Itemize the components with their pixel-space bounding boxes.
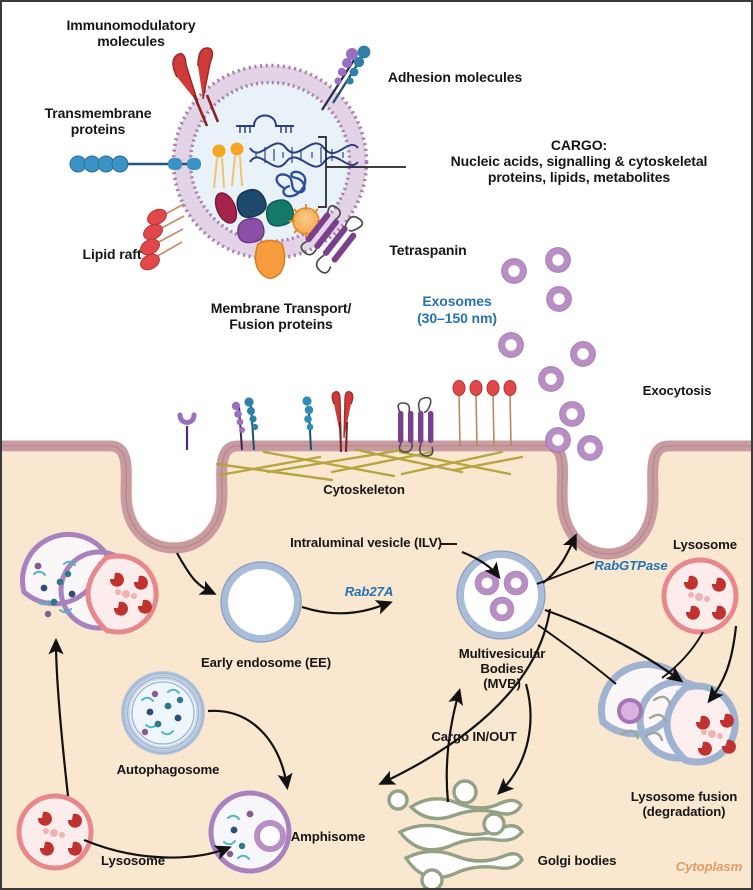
cargo-messenger-rna-hairpin [236,114,294,133]
exosome-tetraspanin [300,204,364,274]
exosome-immunomodulatory-molecules [172,47,220,127]
exosome-schematic [69,45,406,280]
leader-mvb-degradation-curve [537,624,617,685]
organelle-autophagosome [121,671,205,755]
plasma-membrane-outline [2,445,751,555]
exosome-adhesion-molecules [321,45,371,111]
surface-protein-glycoprotein-chain [302,396,314,451]
label-mvb: Multivesicular Bodies (MVB) [458,646,546,692]
label-adhesion-molecules: Adhesion molecules [387,69,523,85]
organelle-early-endosome [220,561,302,643]
amphisome-cargo [33,560,76,614]
label-cargo: CARGO: Nucleic acids, signalling & cytos… [450,137,708,185]
exosome-membrane-transport-fusion-protein [254,239,286,280]
organelle-amphisome [208,790,292,874]
label-cargo-in-out: Cargo IN/OUT [431,729,517,744]
leader-lines [441,543,704,685]
label-lysosome-left: Lysosome [101,853,165,868]
label-tetraspanin: Tetraspanin [389,242,467,258]
label-cytoplasm: Cytoplasm [675,859,743,874]
label-lipid-raft: Lipid raft [82,246,142,262]
cargo-folded-protein-blue [275,170,307,198]
arrow-golgi-to-mvb [445,688,463,803]
exosome-transmembrane-protein [69,155,201,173]
label-lysosome-right: Lysosome [673,537,737,552]
arrow-autophagosome-to-amphisome [207,709,293,791]
label-exosomes: Exosomes [422,293,492,309]
label-lysosome-fusion: Lysosome fusion (degradation) [630,789,738,820]
arrow-lysosome-to-amphisome [83,838,232,860]
organelle-lysosome-left [16,793,94,871]
arrow-endocytosis-to-ee [176,552,217,595]
cargo-metabolite-orange [289,204,323,238]
label-rabgtpase: RabGTPase [594,558,668,573]
cargo-protein-purple-blob [237,217,265,244]
label-autophagosome: Autophagosome [116,762,220,777]
cytoskeleton-filaments [215,448,524,482]
organelle-golgi-bodies [387,779,525,888]
label-golgi-bodies: Golgi bodies [537,853,617,868]
leader-lysosome-right [661,631,704,679]
cargo-double-stranded-dna [249,142,359,168]
cargo-bracket [318,136,406,208]
lysosome-enzymes [109,572,152,616]
organelle-lysosome-right [661,557,739,635]
secreted-exosome-vesicles [498,247,603,461]
surface-protein-receptor-purple-small [177,412,197,450]
label-membrane-transport-fusion-proteins: Membrane Transport/ Fusion proteins [210,300,352,332]
arrow-ee-to-mvb [301,600,393,615]
cargo-lipid-pair [212,142,244,189]
cargo-protein-navy-blob [236,188,267,219]
label-amphisome: Amphisome [290,829,366,844]
surface-protein-tetraspanin-fourpass [397,396,434,457]
arrow-mvb-to-golgi [497,683,532,795]
surface-protein-lipid-anchored-red [452,380,517,447]
amphisome-particles [34,562,76,618]
cargo-protein-crimson-rod [214,192,238,224]
label-exosomes-size: (30–150 nm) [417,310,497,326]
organelle-amphisome-lysosome-fusion [20,531,159,635]
organelle-mvb [456,550,546,640]
mvb-ilvs [475,571,528,621]
label-immunomodulatory-molecules: Immunomodulatory molecules [66,17,196,49]
arrow-ilv-leader [461,550,501,580]
leader-rabgtpase [536,561,595,585]
surface-protein-immunomodulatory-red [331,390,354,453]
label-rab27a: Rab27A [344,584,394,599]
label-cytoskeleton: Cytoskeleton [323,482,405,497]
arrow-lysosome-to-fusion [707,625,738,704]
label-intraluminal-vesicle: Intraluminal vesicle (ILV) [290,535,442,550]
arrow-amphisome-to-fusion [48,637,70,797]
label-exocytosis: Exocytosis [642,383,712,398]
label-early-endosome: Early endosome (EE) [200,655,331,670]
label-transmembrane-proteins: Transmembrane proteins [44,105,152,137]
cargo-protein-teal-blob [265,199,295,227]
exosome-lipid-raft [140,203,185,271]
surface-protein-adhesion-chain [231,397,259,451]
